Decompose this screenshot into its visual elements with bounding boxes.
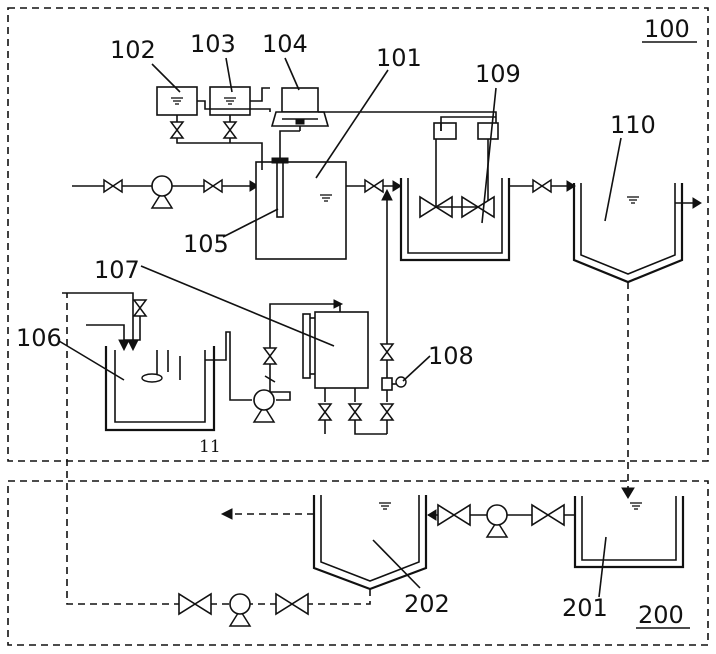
label-104: 104 — [262, 30, 308, 58]
system-200-boundary — [7, 480, 709, 646]
mixer-109 — [419, 122, 499, 218]
controller-signal-line — [197, 87, 497, 123]
check-valve — [264, 364, 276, 392]
valve-107-drain-2 — [348, 403, 362, 421]
label-106: 106 — [16, 324, 62, 352]
leader-lines — [58, 57, 622, 598]
dosing-tank-103 — [209, 86, 251, 116]
mixing-tank-109 — [399, 178, 511, 262]
inlet-106-lines — [62, 292, 141, 352]
transfer-valve-101 — [364, 179, 384, 193]
label-108: 108 — [428, 342, 474, 370]
unit-107 — [302, 311, 369, 389]
dosing-valve-102 — [170, 121, 184, 139]
label-103: 103 — [190, 30, 236, 58]
transfer-valve-109 — [532, 179, 552, 193]
valve-201-outlet — [531, 504, 565, 526]
valve-202-inlet — [437, 504, 471, 526]
label-201: 201 — [562, 594, 608, 622]
label-110: 110 — [610, 111, 656, 139]
outlet-202-line — [220, 508, 314, 520]
system-200-label: 200 — [638, 601, 684, 629]
sludge-line-110-201 — [621, 282, 635, 499]
valve-recycle-2 — [275, 593, 309, 615]
dosing-valve-103 — [223, 121, 237, 139]
feed-line-107 — [269, 299, 344, 350]
agitator-106 — [141, 350, 181, 383]
outlet-110-line — [675, 197, 702, 209]
inlet-valve-1 — [103, 179, 123, 193]
recycle-line-202 — [66, 293, 371, 605]
valve-108 — [380, 343, 394, 361]
label-11: 11 — [199, 437, 221, 457]
system-100-label: 100 — [644, 15, 690, 43]
system-100-boundary — [7, 7, 709, 462]
pump-201 — [486, 504, 508, 538]
tank-101 — [255, 161, 347, 260]
dosing-feed-line — [176, 138, 263, 170]
tank-106 — [104, 346, 216, 432]
pump-recycle — [229, 593, 251, 627]
label-202: 202 — [404, 590, 450, 618]
dosing-tank-102 — [156, 86, 198, 116]
valve-107-drain-1 — [318, 403, 332, 421]
valve-108-lower — [380, 403, 394, 421]
label-107: 107 — [94, 256, 140, 284]
controller-104 — [270, 87, 330, 127]
settling-tank-110 — [572, 183, 684, 284]
valve-recycle-1 — [178, 593, 212, 615]
outlet-106-line — [205, 331, 291, 401]
label-105: 105 — [183, 230, 229, 258]
inlet-pump — [151, 175, 173, 209]
inlet-valve-2 — [203, 179, 223, 193]
tank-202 — [312, 495, 428, 591]
label-101: 101 — [376, 44, 422, 72]
valve-107-feed — [263, 347, 277, 365]
tank-201 — [573, 496, 685, 569]
pump-106 — [253, 389, 275, 423]
label-102: 102 — [110, 36, 156, 64]
flow-meter-108 — [381, 376, 407, 391]
valve-106-inlet — [133, 299, 147, 317]
label-109: 109 — [475, 60, 521, 88]
